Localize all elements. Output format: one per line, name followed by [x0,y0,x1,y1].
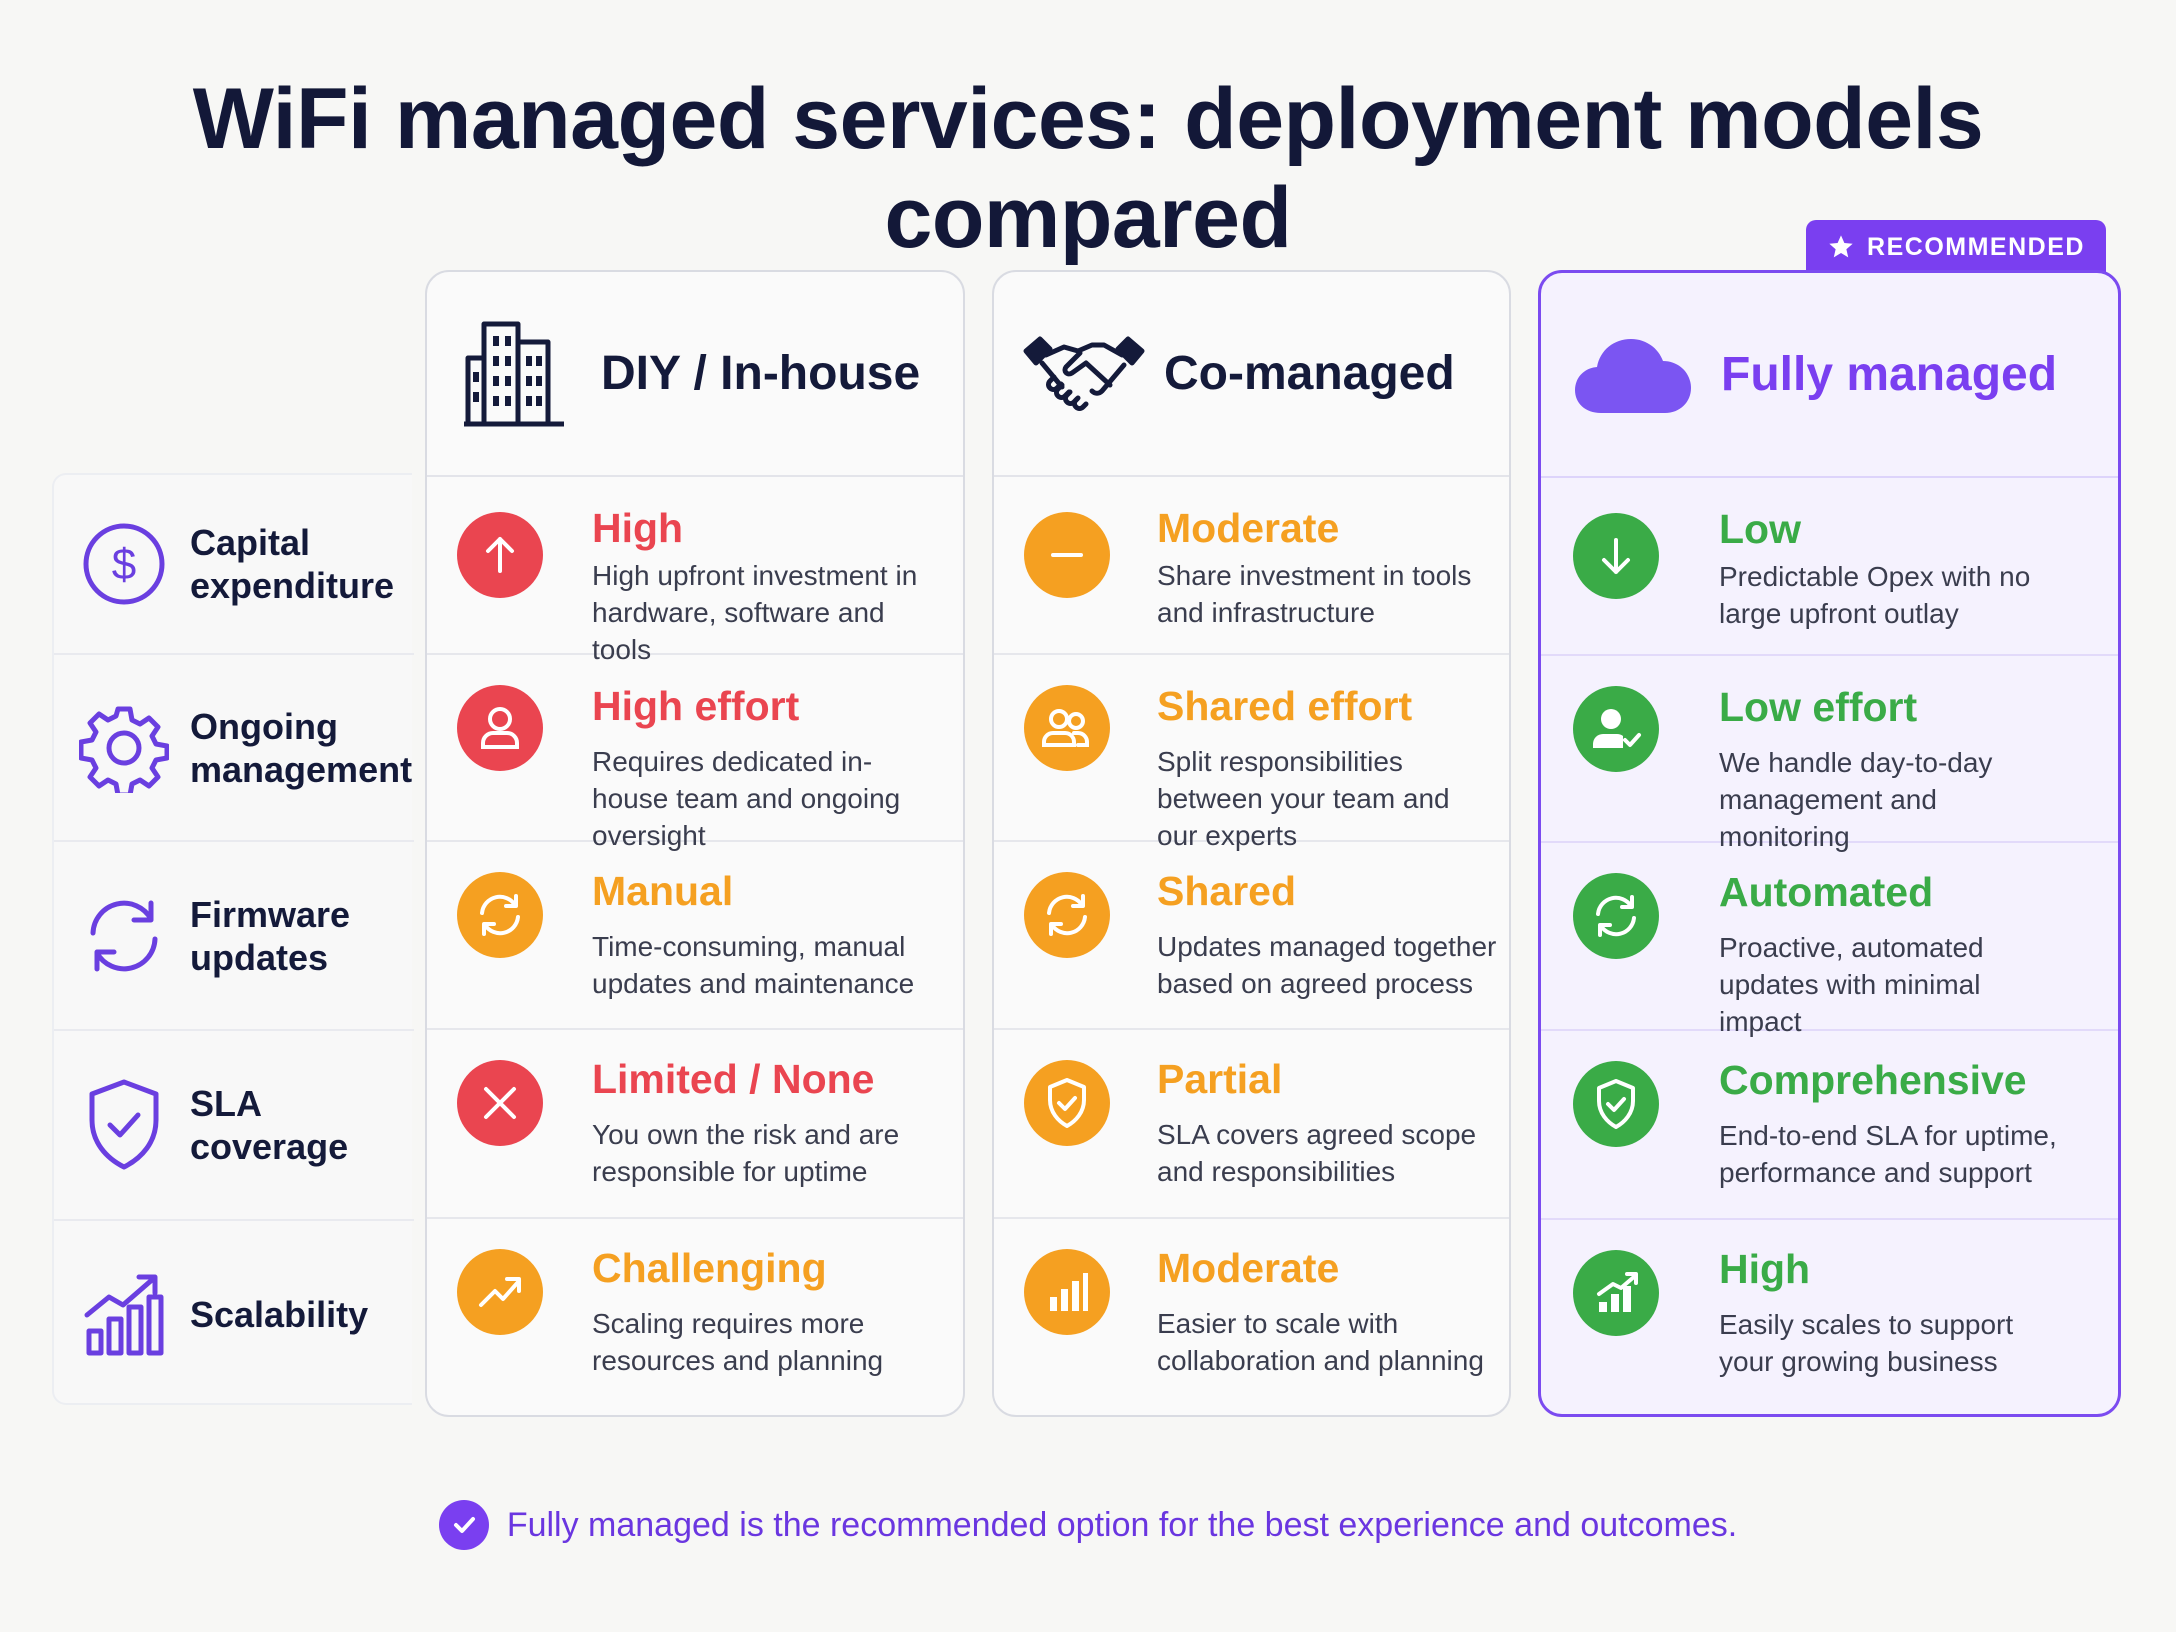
person-check-icon [1573,686,1659,772]
building-icon [459,319,569,429]
column-header: Co-managed [994,272,1509,477]
rating-label: Shared [1157,868,1296,914]
person-icon [457,685,543,771]
rating-description: Share investment in tools and infrastruc… [1157,560,1472,628]
criterion-label: Capital expenditure [190,522,395,606]
rating-description: You own the risk and are responsible for… [592,1119,900,1187]
option-column-co-managed: Co-managed Moderate Share investment in … [992,270,1511,1417]
rating-description: Proactive, automated updates with minima… [1719,932,1984,1037]
cell-scalability: Challenging Scaling requires more resour… [427,1219,963,1415]
minus-icon [1024,512,1110,598]
people-icon [1024,685,1110,771]
rating-label: High effort [592,683,800,729]
rating-label: High [592,505,684,551]
cell-sla-coverage: Comprehensive End-to-end SLA for uptime,… [1541,1031,2118,1220]
bar-growth-icon [1573,1250,1659,1336]
page-title: WiFi managed services: deployment models… [192,71,1984,266]
star-icon [1829,235,1853,258]
dollar-circle-icon: $ [76,516,172,612]
criterion-ongoing-management: Ongoing management [54,655,414,842]
recommendation-note: Fully managed is the recommended option … [0,1500,2176,1550]
rating-description: SLA covers agreed scope and responsibili… [1157,1119,1477,1187]
cell-ongoing-management: Low effort We handle day-to-day manageme… [1541,656,2118,852]
shield-check-icon [76,1077,172,1173]
column-title: Fully managed [1721,348,2058,401]
cell-scalability: Moderate Easier to scale with collaborat… [994,1219,1509,1415]
cell-sla-coverage: Limited / None You own the risk and are … [427,1030,963,1219]
rating-description: High upfront investment in hardware, sof… [592,560,918,665]
rating-label: Low effort [1719,684,1918,730]
rating-label: Partial [1157,1056,1283,1102]
cloud-icon [1571,320,1695,430]
rating-description: End-to-end SLA for uptime, performance a… [1719,1120,2057,1188]
rating-label: Challenging [592,1245,827,1291]
recommended-badge: RECOMMENDED [1806,220,2106,274]
option-column-fully-managed: Fully managed Low Predictable Opex with … [1538,270,2121,1417]
criterion-capital-expenditure: $ Capital expenditure [54,475,414,655]
rating-label: Moderate [1157,505,1340,551]
trend-up-icon [457,1249,543,1335]
badge-label: RECOMMENDED [1867,232,2085,261]
column-title: Co-managed [1164,347,1455,400]
refresh-icon [457,872,543,958]
rating-description: Scaling requires more resources and plan… [592,1308,884,1376]
check-circle-icon [438,1500,489,1550]
rating-label: Limited / None [592,1056,875,1102]
rating-description: We handle day-to-day management and moni… [1719,747,1993,852]
rating-label: Moderate [1157,1245,1340,1291]
arrow-up-icon [457,512,543,598]
option-column-diy: DIY / In-house High High upfront investm… [425,270,965,1417]
shield-check-icon [1573,1061,1659,1147]
criterion-label: Firmware updates [190,893,351,978]
rating-description: Split responsibilities between your team… [1157,746,1450,851]
criterion-label: SLA coverage [190,1083,349,1167]
cell-capital-expenditure: Moderate Share investment in tools and i… [994,475,1509,655]
cell-capital-expenditure: Low Predictable Opex with no large upfro… [1541,476,2118,656]
arrow-down-icon [1573,513,1659,599]
rating-description: Requires dedicated in-house team and ong… [592,746,901,851]
criterion-sla-coverage: SLA coverage [54,1031,414,1221]
criteria-column: $ Capital expenditure Ongoing management… [52,473,414,1407]
rating-description: Easier to scale with collaboration and p… [1157,1308,1484,1376]
gear-icon [76,700,172,796]
rating-label: Comprehensive [1719,1057,2027,1103]
column-title: DIY / In-house [601,347,921,400]
refresh-icon [76,888,172,984]
rating-description: Time-consuming, manual updates and maint… [592,931,915,999]
cell-scalability: High Easily scales to support your growi… [1541,1220,2118,1414]
rating-description: Easily scales to support your growing bu… [1719,1309,2014,1377]
rating-label: Manual [592,868,734,914]
criterion-label: Scalability [190,1293,369,1335]
cell-firmware-updates: Shared Updates managed together based on… [994,842,1509,1030]
cell-firmware-updates: Manual Time-consuming, manual updates an… [427,842,963,1030]
growth-chart-icon [76,1266,172,1362]
handshake-icon [1022,319,1146,429]
criterion-scalability: Scalability [54,1221,414,1407]
rating-label: Shared effort [1157,683,1413,729]
refresh-icon [1024,872,1110,958]
rating-label: Low [1719,506,1801,552]
cell-ongoing-management: Shared effort Split responsibilities bet… [994,655,1509,851]
cell-capital-expenditure: High High upfront investment in hardware… [427,475,963,665]
cell-firmware-updates: Automated Proactive, automated updates w… [1541,843,2118,1037]
shield-check-icon [1024,1060,1110,1146]
criterion-firmware-updates: Firmware updates [54,842,414,1031]
rating-description: Predictable Opex with no large upfront o… [1719,561,2031,629]
bar-chart-icon [1024,1249,1110,1335]
rating-label: Automated [1719,869,1934,915]
cell-ongoing-management: High effort Requires dedicated in-house … [427,655,963,851]
column-header: DIY / In-house [427,272,963,477]
rating-label: High [1719,1246,1811,1292]
footer-text: Fully managed is the recommended option … [506,1505,1738,1544]
x-icon [457,1060,543,1146]
column-header: Fully managed [1541,273,2118,478]
cell-sla-coverage: Partial SLA covers agreed scope and resp… [994,1030,1509,1219]
criterion-label: Ongoing management [190,705,413,790]
rating-description: Updates managed together based on agreed… [1157,931,1497,999]
svg-text:$: $ [112,540,136,589]
refresh-icon [1573,873,1659,959]
